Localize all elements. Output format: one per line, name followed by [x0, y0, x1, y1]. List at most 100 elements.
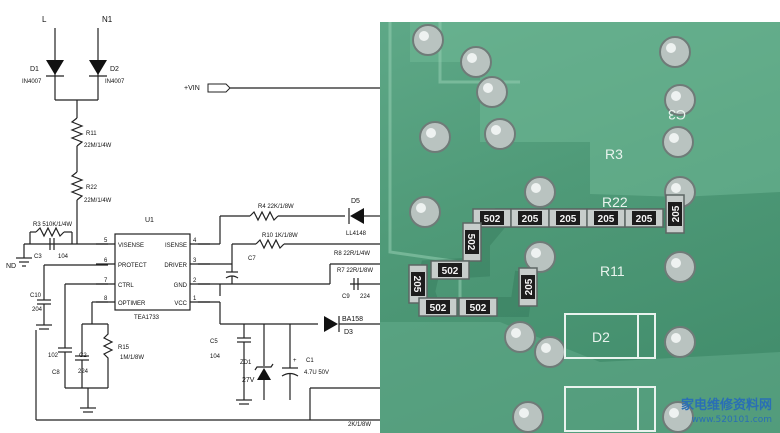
- zd1-ref: ZD1: [240, 360, 252, 366]
- d1-ref: D1: [30, 66, 39, 73]
- solder-pads: [409, 24, 696, 433]
- solder-pad: [484, 118, 516, 150]
- u1-pin-1-num: 1: [193, 296, 197, 302]
- smd-resistor-chip: 502: [418, 297, 458, 317]
- c10-ref: C10: [30, 293, 42, 299]
- u1-pin-driver: DRIVER: [164, 263, 187, 269]
- silk-r3: R3: [605, 146, 623, 162]
- solder-pad: [419, 121, 451, 153]
- smd-chip-label: 205: [636, 214, 653, 225]
- silk-c3: C3: [668, 107, 686, 123]
- d2-part: IN4007: [105, 79, 125, 85]
- diode-d1: [46, 60, 64, 77]
- r22-val: 22M/1/4W: [84, 198, 112, 204]
- smd-resistor-chip: 205: [624, 208, 664, 228]
- u1-pin-4-num: 4: [193, 238, 197, 244]
- c3-val: 104: [58, 254, 69, 260]
- u1-pin-8-num: 8: [104, 296, 108, 302]
- u1-pin-isense: ISENSE: [165, 243, 187, 249]
- ground-symbol: [16, 257, 32, 267]
- d3-ref: D3: [344, 329, 353, 336]
- smd-resistor-chip: 502: [472, 208, 512, 228]
- r22-ref: R22: [86, 185, 98, 191]
- capacitor-c10: [37, 299, 51, 305]
- r10-label: R10 1K/1/8W: [262, 233, 298, 239]
- watermark-title: 家电维修资料网: [680, 398, 772, 413]
- silk-r22: R22: [602, 194, 628, 210]
- d3-part: BA158: [342, 316, 363, 323]
- resistor-r3: [35, 226, 65, 238]
- c3-ref: C3: [34, 254, 42, 260]
- solder-pad: [524, 176, 556, 208]
- solder-pad: [412, 24, 444, 56]
- c1-plus: +: [293, 358, 297, 364]
- smd-chip-label: 205: [411, 276, 422, 293]
- zd1-val: 27V: [242, 377, 255, 384]
- silk-d2: D2: [592, 329, 610, 345]
- c9-ref: C9: [342, 294, 350, 300]
- smd-chip-label: 502: [465, 234, 476, 251]
- solder-pad: [664, 326, 696, 358]
- r-bottom-val: 2K/1/8W: [348, 422, 371, 428]
- solder-pad: [476, 76, 508, 108]
- d1-part: IN4007: [22, 79, 42, 85]
- d-silk-outline: [564, 386, 656, 432]
- ic-u1: [114, 233, 191, 311]
- rail-l-label: L: [42, 15, 47, 24]
- smd-chip-label: 502: [442, 266, 459, 277]
- watermark: 家电维修资料网 www.520101.com: [681, 399, 772, 427]
- smd-chip-label: 205: [524, 278, 535, 295]
- diode-d2: [89, 60, 107, 77]
- u1-pin-6-num: 6: [104, 258, 108, 264]
- resistor-r15: [102, 324, 114, 388]
- zener-zd1: [254, 363, 274, 380]
- smd-resistor-chip: 205: [665, 194, 685, 234]
- capacitor-c1: [281, 367, 299, 377]
- smd-resistor-chip: 205: [548, 208, 588, 228]
- smd-resistor-chip: 205: [518, 267, 538, 307]
- u1-pin-2-num: 2: [193, 278, 197, 284]
- solder-pad: [512, 401, 544, 433]
- smd-resistor-chip: 205: [586, 208, 626, 228]
- d5-part: LL4148: [346, 231, 367, 237]
- smd-resistor-chip: 502: [458, 297, 498, 317]
- u1-pin-3-num: 3: [193, 258, 197, 264]
- r11-ref: R11: [86, 131, 97, 137]
- c1-ref: C1: [306, 358, 314, 364]
- smd-chip-label: 502: [484, 214, 501, 225]
- r11-val: 22M/1/4W: [84, 143, 112, 149]
- c10-val: 204: [32, 307, 43, 313]
- u1-pin-7-num: 7: [104, 278, 108, 284]
- rail-n1-label: N1: [102, 15, 113, 24]
- d2-silk-outline: [564, 313, 656, 359]
- solder-pad: [662, 126, 694, 158]
- smd-chip-label: 205: [598, 214, 615, 225]
- solder-pad: [659, 36, 691, 68]
- u1-pin-5-num: 5: [104, 238, 108, 244]
- c5-val: 104: [210, 354, 221, 360]
- gnd-label: ND: [6, 263, 16, 270]
- silk-r11: R11: [600, 263, 625, 279]
- d2-ref: D2: [110, 66, 119, 73]
- r7-label: R7 22R/1/8W: [337, 268, 373, 274]
- u1-pin-vcc: VCC: [174, 301, 187, 307]
- capacitor-c5: [237, 337, 251, 343]
- smd-resistor-chip: 205: [510, 208, 550, 228]
- diode-d3: [324, 316, 380, 332]
- r8-label: R8 22R/1/4W: [334, 251, 370, 257]
- c2-ref: C2: [79, 353, 87, 359]
- smd-chip-label: 502: [470, 303, 487, 314]
- d5-ref: D5: [351, 198, 360, 205]
- smd-resistor-chip: 502: [462, 222, 482, 262]
- solder-pad: [460, 46, 492, 78]
- vin-label: +VIN: [184, 85, 200, 92]
- smd-resistor-chip: 502: [430, 260, 470, 280]
- r15-ref: R15: [118, 345, 130, 351]
- c7-ref: C7: [248, 256, 256, 262]
- capacitor-c8: [58, 347, 72, 353]
- smd-chip-label: 502: [430, 303, 447, 314]
- solder-pad: [504, 321, 536, 353]
